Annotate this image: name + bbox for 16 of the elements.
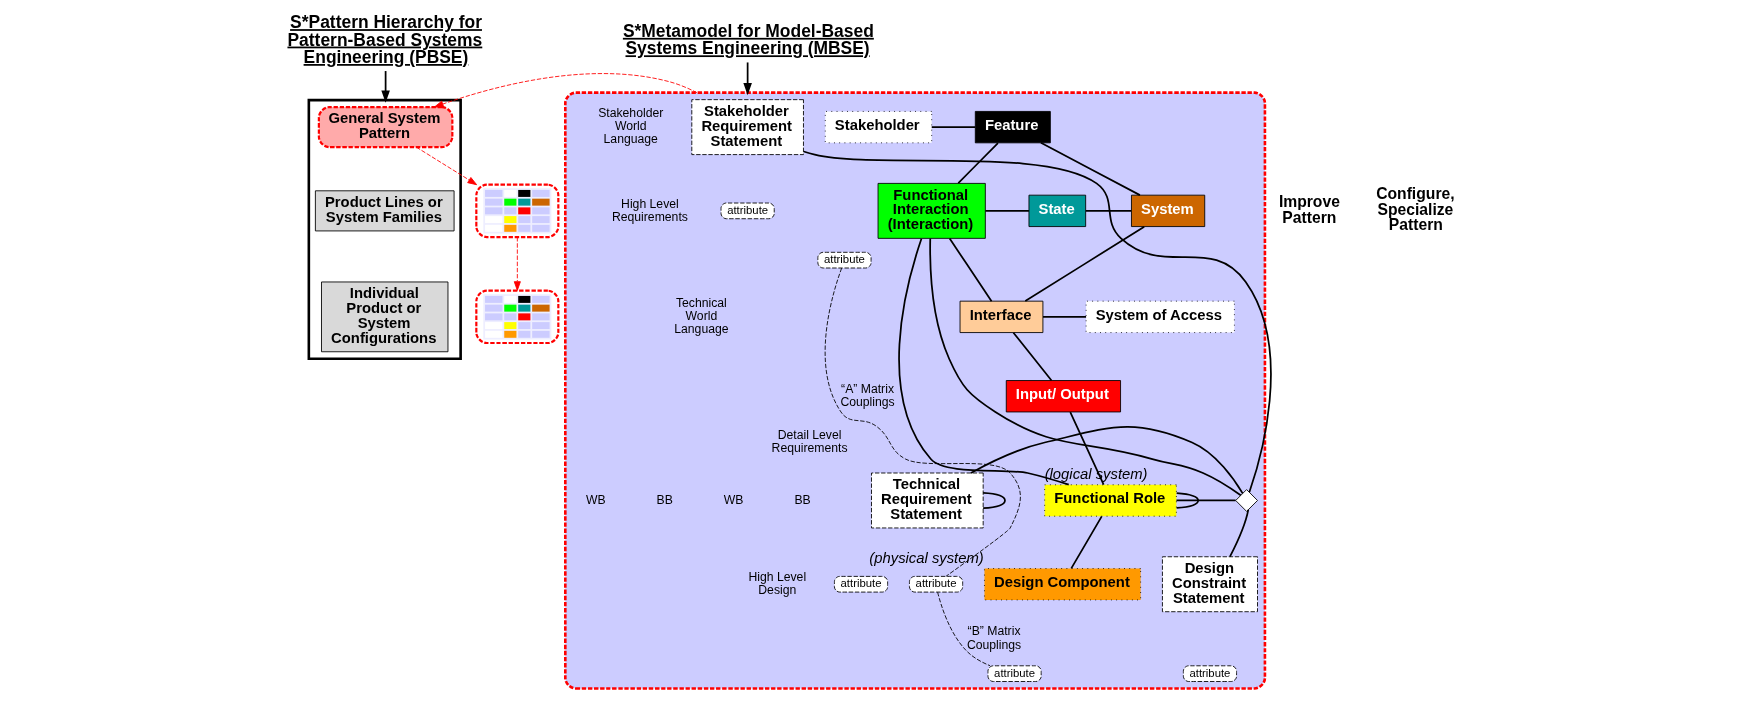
label: Detail Level Requirements xyxy=(771,428,848,456)
node-text: S*Pattern Hierarchy for Pattern-Based Systems Engineering (PBSE) xyxy=(286,12,482,68)
label: High Level Requirements xyxy=(611,196,688,224)
label: Stakeholder World Language xyxy=(597,106,663,147)
label: Configure, Specialize Pattern xyxy=(1375,185,1455,234)
label: BB xyxy=(656,492,673,507)
node-label: (physical system) xyxy=(868,549,984,566)
edge-label: “B” Matrix Couplings xyxy=(966,624,1021,652)
label: BB xyxy=(793,492,811,507)
label: Improve Pattern xyxy=(1278,192,1340,226)
label: Technical World Language xyxy=(673,296,729,337)
label: WB xyxy=(723,492,744,507)
label: High Level Design xyxy=(747,569,806,597)
node-text: S*Metamodel for Model-Based Systems Engineering (MBSE) xyxy=(622,20,874,59)
edge-label: “A” Matrix Couplings xyxy=(839,381,895,410)
label: WB xyxy=(585,492,606,507)
